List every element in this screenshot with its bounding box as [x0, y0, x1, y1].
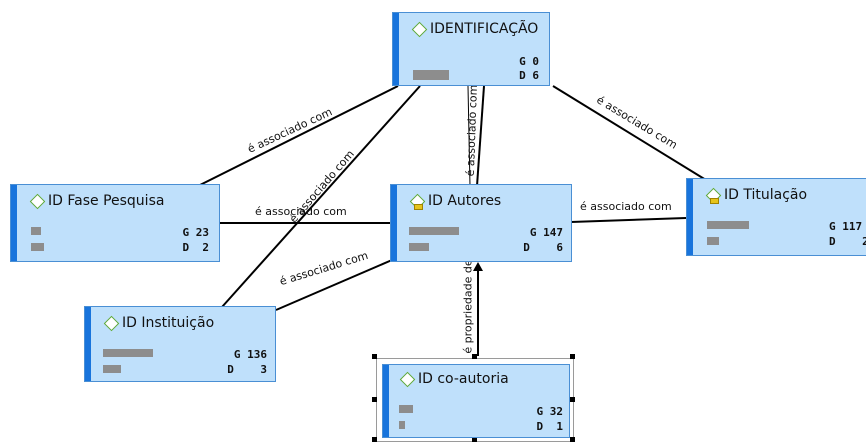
arrowhead-icon: [473, 262, 483, 271]
bar-2: [409, 243, 429, 251]
node-title: ID co-autoria: [399, 371, 509, 387]
g-count: G 32: [536, 405, 564, 418]
bar-2: [707, 237, 719, 245]
link-instituicao-autores[interactable]: [275, 259, 393, 311]
node-stripe: [11, 185, 17, 261]
bar-1: [707, 221, 749, 229]
bar-1: [399, 405, 413, 413]
d-count: D 2: [829, 235, 866, 248]
edge-label-coautoria-autores: é propriedade de: [461, 259, 475, 354]
bar-1: [409, 227, 459, 235]
node-title-text: ID Fase Pesquisa: [48, 193, 165, 209]
link-identificacao-instituicao[interactable]: [221, 85, 421, 308]
link-autores-titulacao[interactable]: [570, 217, 687, 223]
code-diamond-icon: [409, 193, 425, 210]
link-identificacao-fase[interactable]: [197, 85, 399, 187]
node-titulacao[interactable]: ID Titulação G 117 D 2: [686, 178, 866, 256]
link-identificacao-autores-2[interactable]: [467, 85, 471, 187]
node-title: IDENTIFICAÇÃO: [411, 21, 538, 37]
node-title: ID Titulação: [705, 187, 808, 204]
g-count: G 147: [529, 226, 563, 239]
d-count: D 6: [523, 241, 563, 254]
d-count: D 6: [519, 69, 539, 82]
code-diamond-icon: [411, 21, 427, 37]
node-stripe: [391, 185, 397, 261]
node-stripe: [687, 179, 693, 255]
code-diamond-icon: [705, 187, 721, 204]
selection-handle[interactable]: [570, 437, 575, 442]
node-identificacao[interactable]: IDENTIFICAÇÃO G 0 D 6: [392, 12, 550, 86]
node-title-text: ID co-autoria: [418, 371, 509, 387]
node-stripe: [383, 365, 389, 437]
edge-label-fase-autores: é associado com: [255, 205, 347, 218]
node-title: ID Autores: [409, 193, 502, 210]
code-diamond-icon: [399, 371, 415, 387]
node-co-autoria[interactable]: ID co-autoria G 32 D 1: [382, 364, 570, 438]
link-identificacao-titulacao[interactable]: [552, 85, 707, 181]
bar-2: [103, 365, 121, 373]
link-identificacao-autores[interactable]: [476, 85, 485, 187]
node-title-text: ID Instituição: [122, 315, 215, 331]
bar-2: [31, 243, 44, 251]
code-diamond-icon: [103, 315, 119, 331]
node-title-text: IDENTIFICAÇÃO: [430, 21, 539, 37]
g-count: G 23: [182, 226, 210, 239]
selection-handle[interactable]: [372, 354, 377, 359]
selection-handle[interactable]: [372, 437, 377, 442]
node-fase-pesquisa[interactable]: ID Fase Pesquisa G 23 D 2: [10, 184, 220, 262]
node-title: ID Instituição: [103, 315, 214, 331]
bar-1: [103, 349, 153, 357]
node-instituicao[interactable]: ID Instituição G 136 D 3: [84, 306, 276, 382]
node-title: ID Fase Pesquisa: [29, 193, 164, 209]
d-count: D 1: [536, 420, 564, 433]
selection-handle[interactable]: [570, 397, 575, 402]
node-title-text: ID Titulação: [724, 187, 808, 203]
bar-1: [31, 227, 41, 235]
edge-label-autores-titulacao: é associado com: [580, 200, 672, 213]
selection-handle[interactable]: [570, 354, 575, 359]
node-title-text: ID Autores: [428, 193, 502, 209]
node-autores[interactable]: ID Autores G 147 D 6: [390, 184, 572, 262]
node-stripe: [393, 13, 399, 85]
selection-handle[interactable]: [472, 354, 477, 359]
node-stripe: [85, 307, 91, 381]
selection-handle[interactable]: [472, 437, 477, 442]
d-count: D 2: [182, 241, 210, 254]
bar-1: [413, 70, 449, 80]
g-count: G 0: [519, 55, 539, 68]
selection-handle[interactable]: [372, 397, 377, 402]
d-count: D 3: [227, 363, 267, 376]
code-diamond-icon: [29, 193, 45, 209]
g-count: G 136: [233, 348, 267, 361]
g-count: G 117: [829, 220, 863, 233]
bar-2: [399, 421, 405, 429]
